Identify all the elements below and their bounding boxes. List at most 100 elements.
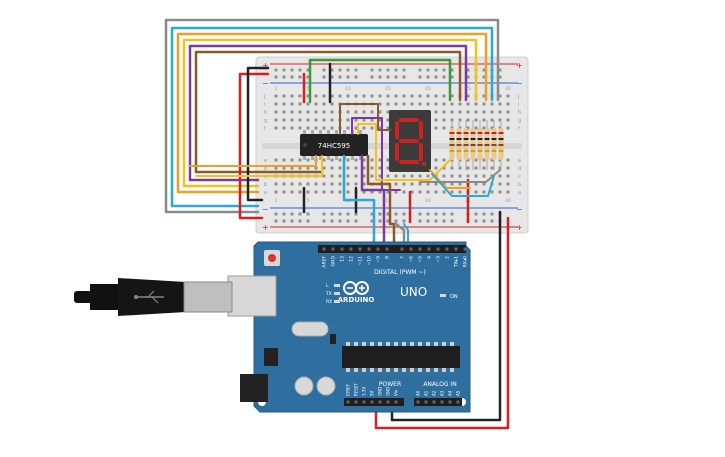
terminal-hole[interactable] bbox=[394, 190, 398, 194]
terminal-hole[interactable] bbox=[466, 94, 470, 98]
rail-hole[interactable] bbox=[402, 75, 406, 79]
terminal-hole[interactable] bbox=[386, 190, 390, 194]
wire-green-top[interactable] bbox=[308, 58, 452, 104]
terminal-hole[interactable] bbox=[490, 166, 494, 170]
digital-pin-hole[interactable] bbox=[463, 247, 467, 251]
terminal-hole[interactable] bbox=[458, 158, 462, 162]
wire-gray-disp[interactable] bbox=[419, 169, 501, 183]
rail-hole[interactable] bbox=[490, 219, 494, 223]
terminal-hole[interactable] bbox=[442, 118, 446, 122]
wire-gray-loop[interactable] bbox=[164, 18, 500, 214]
rail-hole[interactable] bbox=[290, 75, 294, 79]
terminal-hole[interactable] bbox=[306, 102, 310, 106]
terminal-hole[interactable] bbox=[322, 166, 326, 170]
terminal-hole[interactable] bbox=[450, 182, 454, 186]
terminal-hole[interactable] bbox=[490, 102, 494, 106]
terminal-hole[interactable] bbox=[506, 182, 510, 186]
rail-hole[interactable] bbox=[394, 219, 398, 223]
rail-hole[interactable] bbox=[370, 219, 374, 223]
terminal-hole[interactable] bbox=[362, 182, 366, 186]
terminal-hole[interactable] bbox=[434, 110, 438, 114]
digital-pin-hole[interactable] bbox=[454, 247, 458, 251]
rail-hole[interactable] bbox=[274, 68, 278, 72]
rail-hole[interactable] bbox=[346, 212, 350, 216]
rail-hole[interactable] bbox=[306, 212, 310, 216]
analog-pin-hole[interactable] bbox=[432, 400, 436, 404]
rail-hole[interactable] bbox=[450, 212, 454, 216]
digital-pin-hole[interactable] bbox=[445, 247, 449, 251]
terminal-hole[interactable] bbox=[290, 158, 294, 162]
terminal-hole[interactable] bbox=[442, 94, 446, 98]
rail-hole[interactable] bbox=[418, 75, 422, 79]
terminal-hole[interactable] bbox=[282, 94, 286, 98]
terminal-hole[interactable] bbox=[386, 166, 390, 170]
rail-hole[interactable] bbox=[306, 219, 310, 223]
rail-hole[interactable] bbox=[378, 68, 382, 72]
digital-pin-hole[interactable] bbox=[418, 247, 422, 251]
terminal-hole[interactable] bbox=[378, 174, 382, 178]
rail-hole[interactable] bbox=[426, 75, 430, 79]
wire-purple-loop[interactable] bbox=[188, 44, 468, 182]
terminal-hole[interactable] bbox=[282, 158, 286, 162]
rail-hole[interactable] bbox=[466, 75, 470, 79]
rail-hole[interactable] bbox=[434, 219, 438, 223]
terminal-hole[interactable] bbox=[474, 102, 478, 106]
rail-hole[interactable] bbox=[322, 75, 326, 79]
terminal-hole[interactable] bbox=[418, 182, 422, 186]
terminal-hole[interactable] bbox=[474, 158, 478, 162]
terminal-hole[interactable] bbox=[434, 94, 438, 98]
rail-hole[interactable] bbox=[450, 75, 454, 79]
analog-pin-hole[interactable] bbox=[456, 400, 460, 404]
terminal-hole[interactable] bbox=[274, 190, 278, 194]
terminal-hole[interactable] bbox=[506, 190, 510, 194]
wire-orange-loop[interactable] bbox=[176, 32, 488, 194]
terminal-hole[interactable] bbox=[378, 126, 382, 130]
terminal-hole[interactable] bbox=[314, 110, 318, 114]
terminal-hole[interactable] bbox=[274, 110, 278, 114]
rail-hole[interactable] bbox=[394, 212, 398, 216]
terminal-hole[interactable] bbox=[338, 94, 342, 98]
terminal-hole[interactable] bbox=[282, 190, 286, 194]
terminal-hole[interactable] bbox=[346, 166, 350, 170]
terminal-hole[interactable] bbox=[362, 166, 366, 170]
terminal-hole[interactable] bbox=[290, 102, 294, 106]
terminal-hole[interactable] bbox=[306, 126, 310, 130]
terminal-hole[interactable] bbox=[498, 110, 502, 114]
terminal-hole[interactable] bbox=[322, 94, 326, 98]
rail-hole[interactable] bbox=[298, 75, 302, 79]
terminal-hole[interactable] bbox=[346, 94, 350, 98]
rail-hole[interactable] bbox=[282, 75, 286, 79]
terminal-hole[interactable] bbox=[314, 166, 318, 170]
terminal-hole[interactable] bbox=[458, 126, 462, 130]
terminal-hole[interactable] bbox=[298, 166, 302, 170]
rail-hole[interactable] bbox=[394, 68, 398, 72]
terminal-hole[interactable] bbox=[370, 110, 374, 114]
terminal-hole[interactable] bbox=[506, 110, 510, 114]
terminal-hole[interactable] bbox=[506, 166, 510, 170]
rail-hole[interactable] bbox=[426, 219, 430, 223]
terminal-hole[interactable] bbox=[498, 102, 502, 106]
terminal-hole[interactable] bbox=[298, 110, 302, 114]
rail-hole[interactable] bbox=[306, 75, 310, 79]
terminal-hole[interactable] bbox=[370, 174, 374, 178]
terminal-hole[interactable] bbox=[450, 190, 454, 194]
terminal-hole[interactable] bbox=[290, 94, 294, 98]
terminal-hole[interactable] bbox=[434, 102, 438, 106]
terminal-hole[interactable] bbox=[362, 190, 366, 194]
terminal-hole[interactable] bbox=[450, 94, 454, 98]
rail-hole[interactable] bbox=[322, 68, 326, 72]
rail-hole[interactable] bbox=[282, 219, 286, 223]
rail-hole[interactable] bbox=[442, 68, 446, 72]
terminal-hole[interactable] bbox=[458, 182, 462, 186]
terminal-hole[interactable] bbox=[298, 102, 302, 106]
terminal-hole[interactable] bbox=[314, 94, 318, 98]
terminal-hole[interactable] bbox=[474, 126, 478, 130]
rail-hole[interactable] bbox=[290, 212, 294, 216]
rail-hole[interactable] bbox=[386, 219, 390, 223]
rail-hole[interactable] bbox=[306, 68, 310, 72]
terminal-hole[interactable] bbox=[338, 182, 342, 186]
rail-hole[interactable] bbox=[370, 212, 374, 216]
terminal-hole[interactable] bbox=[386, 174, 390, 178]
power-pin-hole[interactable] bbox=[362, 400, 366, 404]
